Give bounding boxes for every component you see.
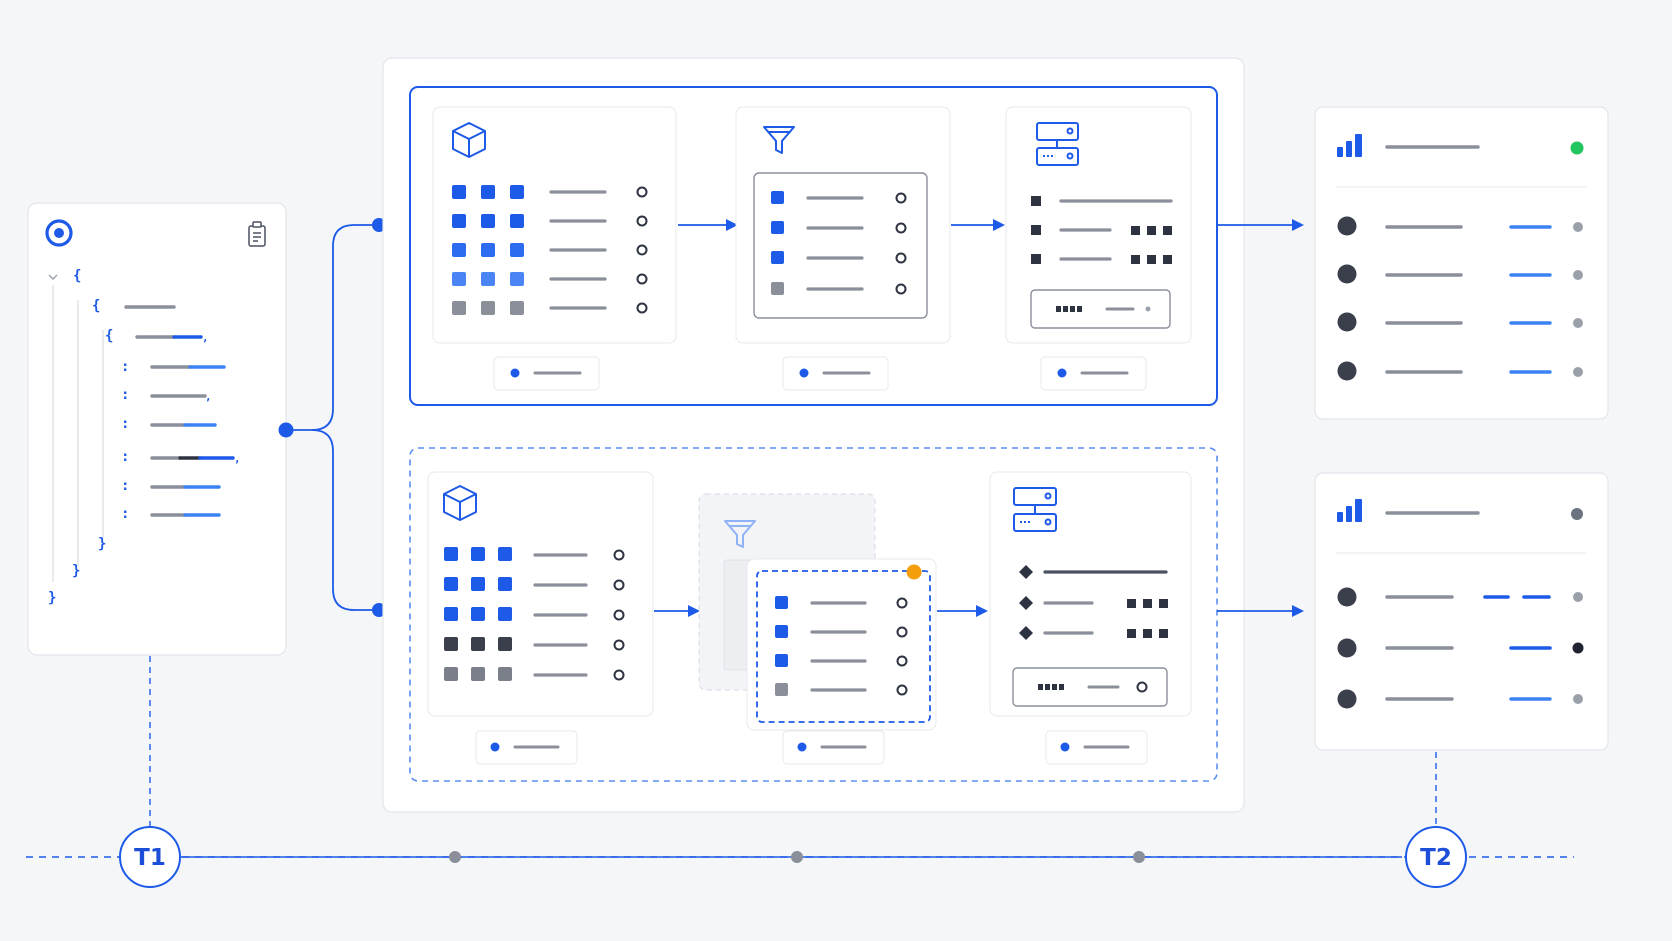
json-colon: :	[121, 449, 129, 465]
stage-filter[interactable]	[735, 106, 951, 344]
server-icon	[1013, 487, 1057, 532]
json-bracket: {	[73, 268, 81, 284]
result-row	[1337, 689, 1583, 709]
result-row	[1337, 361, 1583, 381]
stage-caption	[475, 730, 578, 765]
json-bracket: }	[72, 563, 80, 579]
result-row	[1337, 587, 1583, 607]
result-row	[1337, 312, 1583, 332]
timeline: T1 T2	[26, 656, 1574, 888]
json-colon: :	[121, 387, 129, 403]
pipeline-dashed	[409, 447, 1218, 782]
server-icon	[1036, 122, 1079, 166]
json-colon: :	[121, 416, 129, 432]
storage-slot[interactable]	[1030, 289, 1171, 329]
stage-caption	[782, 356, 889, 391]
clipboard-icon[interactable]	[248, 221, 266, 247]
stage-caption	[782, 730, 885, 765]
svg-text:,: ,	[205, 390, 212, 403]
json-bracket: }	[98, 536, 106, 552]
output-card-top[interactable]	[1314, 106, 1609, 420]
stage-ingest[interactable]	[432, 106, 677, 344]
timeline-label-start: T1	[134, 845, 166, 871]
json-bracket: {	[105, 328, 113, 344]
output-card-bottom[interactable]	[1314, 472, 1609, 751]
json-tree: { { { : : : : : : } } }	[48, 268, 129, 606]
status-dot	[1570, 141, 1584, 155]
status-dot	[1571, 508, 1583, 520]
json-colon: :	[121, 506, 129, 522]
stage-filter[interactable]	[746, 558, 937, 731]
cube-icon	[452, 122, 486, 158]
result-row	[1337, 216, 1583, 236]
json-bracket: }	[48, 590, 56, 606]
bar-chart-icon	[1337, 134, 1362, 157]
stage-caption	[493, 356, 600, 391]
source-card[interactable]: { { { : : : : : : } } }	[27, 202, 287, 656]
branch-connector	[286, 224, 379, 611]
cube-icon	[443, 485, 477, 521]
json-values	[124, 305, 235, 517]
stage-caption	[1045, 730, 1148, 765]
collapse-chevron-icon[interactable]	[48, 274, 58, 280]
timeline-tick	[1133, 851, 1145, 863]
svg-text:,: ,	[202, 331, 209, 344]
result-row	[1337, 638, 1584, 658]
stage-store[interactable]	[989, 471, 1192, 717]
result-row	[1337, 264, 1583, 284]
json-colon: :	[121, 478, 129, 494]
timeline-label-end: T2	[1420, 845, 1452, 871]
funnel-icon	[763, 126, 795, 154]
pipeline-solid	[409, 86, 1218, 406]
json-bracket: {	[92, 298, 100, 314]
stage-store[interactable]	[1005, 106, 1192, 344]
data-grid	[452, 185, 524, 315]
svg-text:,: ,	[234, 452, 241, 465]
target-icon	[45, 219, 73, 247]
stage-caption	[1040, 356, 1147, 391]
alert-badge[interactable]	[906, 564, 922, 580]
stage-ingest[interactable]	[427, 471, 654, 717]
json-colon: :	[121, 359, 129, 375]
timeline-tick	[791, 851, 803, 863]
timeline-tick	[449, 851, 461, 863]
timeline-marker-t2[interactable]: T2	[1405, 826, 1467, 888]
timeline-marker-t1[interactable]: T1	[119, 826, 181, 888]
branch-origin-node[interactable]	[278, 422, 294, 438]
bar-chart-icon	[1337, 499, 1362, 522]
